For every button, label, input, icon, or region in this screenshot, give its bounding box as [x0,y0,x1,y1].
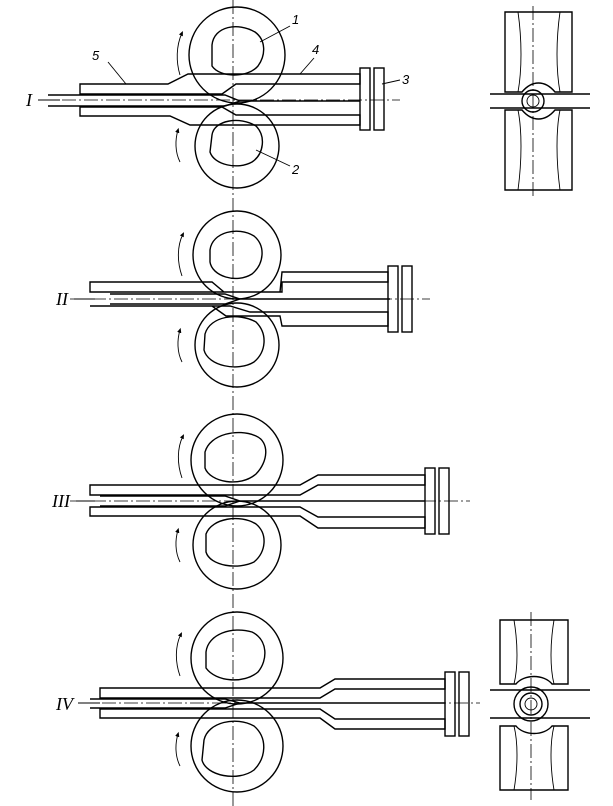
side-view-top [490,6,590,196]
upper-roll [190,413,284,507]
flange-a [444,671,456,737]
leader-5 [107,61,127,85]
leader-4 [299,57,315,75]
mandrel [48,94,360,107]
tube-upper-wall [89,271,389,293]
flange-b [438,467,450,535]
stage-3: III [51,413,470,590]
lower-roll-cam [201,720,265,777]
leader-1 [259,25,291,43]
upper-roll [192,210,282,300]
upper-roll-cam [205,629,266,681]
rotation-arrow-lower [175,127,181,163]
lower-roll-cam [203,315,265,368]
rotation-arrow-upper [175,632,182,677]
stage-2: II [55,210,430,388]
callout-2: 2 [291,162,300,177]
callout-3: 3 [402,72,410,87]
stage-label: IV [55,694,75,714]
upper-roll-cam [211,26,265,76]
tube-lower-wall [99,708,446,730]
stage-label: I [25,90,33,110]
side-view-bottom [490,612,590,800]
flange-b [401,265,413,333]
rotation-arrow-lower [175,731,181,767]
tube-lower-wall [90,305,389,327]
stage-1: I 1 2 3 4 5 [25,6,590,196]
lower-roll-cam [205,517,265,567]
callout-4: 4 [312,42,319,57]
upper-roll-cam [209,230,263,280]
rotation-arrow-upper [177,434,184,479]
lower-roll-cam [209,119,263,167]
tube-lower-wall [79,106,361,126]
mandrel [100,495,425,507]
tube-upper-wall [99,678,446,699]
stage-label: II [55,289,69,309]
stage-4: IV [55,611,590,800]
flange-b [458,671,470,737]
flange-b [373,67,385,131]
mandrel [90,698,445,709]
callout-1: 1 [292,12,299,27]
rotation-arrow-upper [177,232,184,277]
flange-a [359,67,371,131]
rotation-arrow-lower [175,527,181,563]
tube-upper-wall [89,474,426,496]
leader-2 [255,149,291,167]
flange-a [424,467,436,535]
lower-roll [194,302,280,388]
leader-3 [381,79,401,85]
upper-roll [188,6,286,104]
stage-label: III [51,491,71,511]
rotation-arrow-upper [176,31,183,76]
upper-roll [190,611,284,705]
tube-upper-wall [79,73,361,95]
flange-a [387,265,399,333]
lower-roll [194,103,280,189]
rotation-arrow-lower [177,327,183,363]
callout-5: 5 [92,48,100,63]
lower-roll [190,699,284,793]
upper-roll-cam [204,431,267,483]
